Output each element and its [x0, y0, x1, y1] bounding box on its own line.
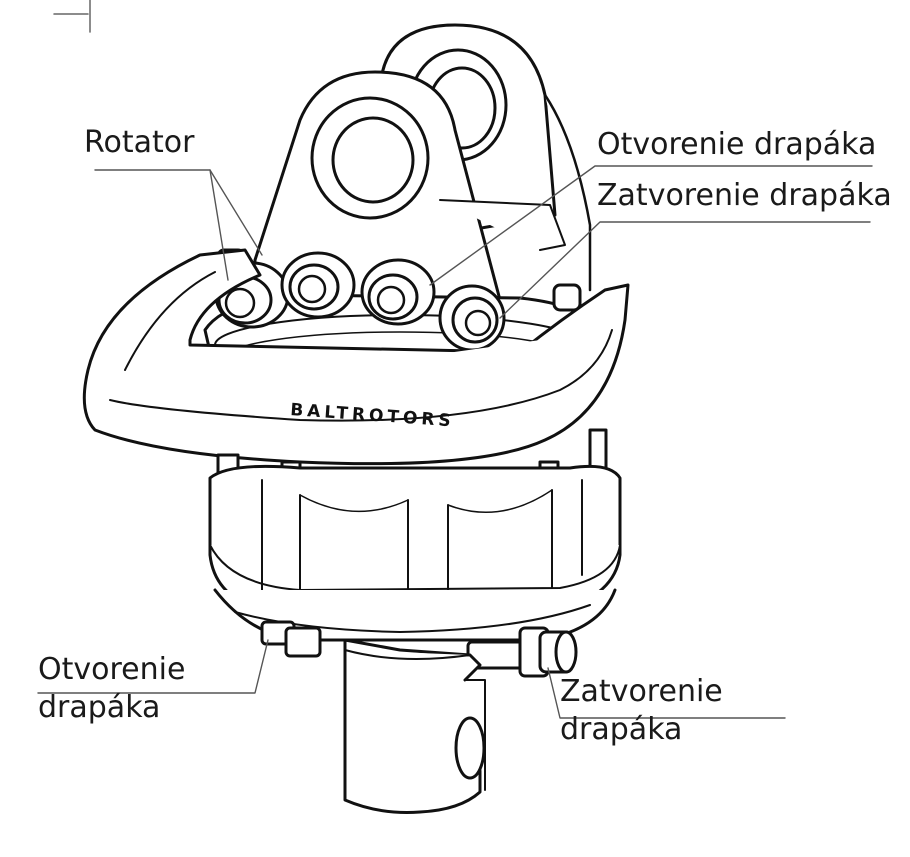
output-shaft — [343, 638, 486, 814]
label-open-bottom-line1: Otvorenie — [38, 652, 186, 687]
label-close-bottom-line1: Zatvorenie — [560, 674, 723, 709]
leader-close-bottom — [547, 667, 786, 719]
label-open-gripper-bottom: Otvorenie drapáka — [38, 651, 185, 726]
lower-housing — [208, 428, 622, 642]
fitting-2 — [280, 251, 356, 319]
lower-fittings — [260, 620, 578, 678]
leader-open-top — [429, 165, 873, 286]
label-open-bottom-line2: drapáka — [38, 689, 161, 725]
label-rotator: Rotator — [84, 125, 195, 160]
fitting-3 — [360, 258, 436, 326]
label-open-gripper-top: Otvorenie drapáka — [597, 127, 877, 162]
fitting-4 — [438, 284, 506, 352]
front-lug — [253, 70, 566, 302]
corner-mark — [53, 0, 91, 33]
protective-frame — [82, 248, 630, 466]
label-close-gripper-top: Zatvorenie drapáka — [597, 178, 892, 213]
label-close-gripper-bottom: Zatvorenie drapáka — [560, 673, 723, 748]
leader-lines — [37, 165, 873, 719]
leader-close-top — [499, 221, 871, 319]
label-close-bottom-line2: drapáka — [560, 711, 683, 747]
leader-open-bottom — [37, 639, 269, 694]
